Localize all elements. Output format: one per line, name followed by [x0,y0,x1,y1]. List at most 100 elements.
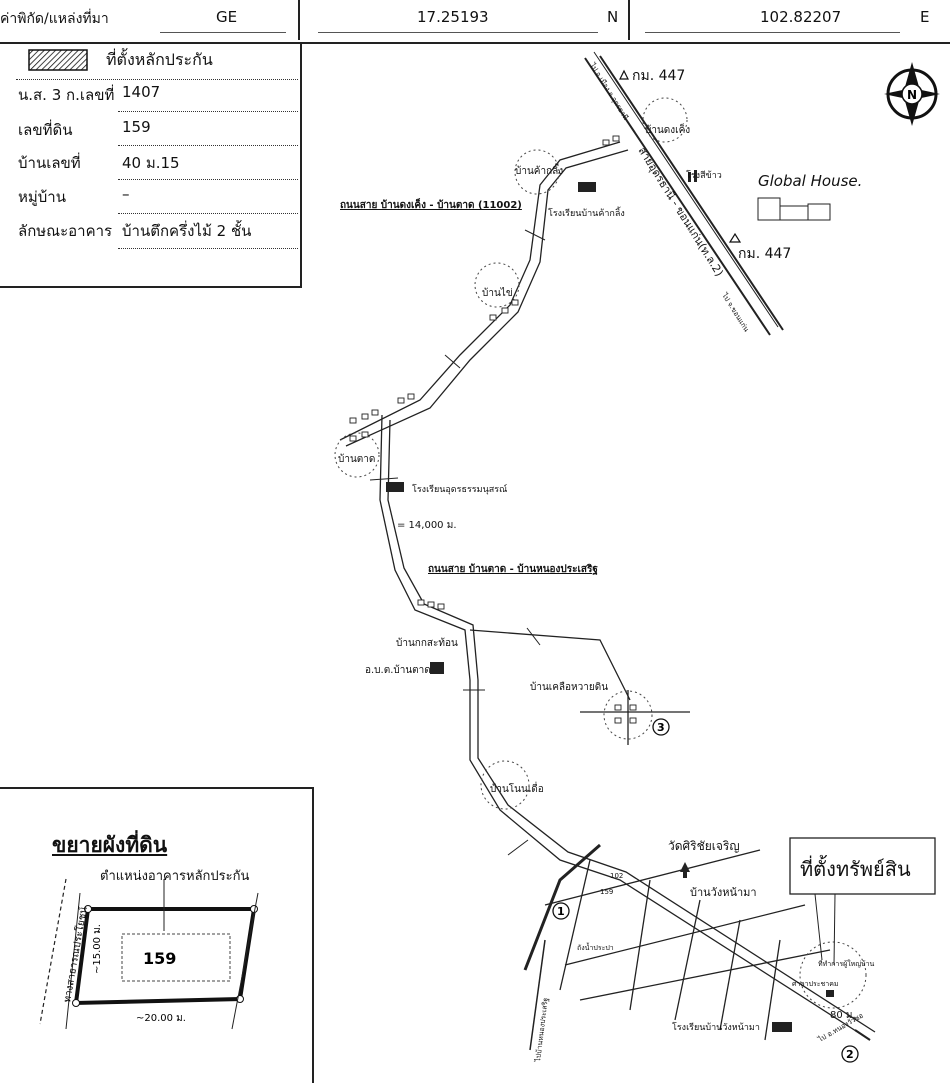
village-circle [474,262,520,308]
lot-number: 159 [143,949,176,968]
house-marker [614,704,622,711]
house-marker [489,314,497,321]
divider [118,111,298,112]
house-no-label: บ้านเลขที่ [18,154,81,172]
village-circle [603,690,653,740]
village-tad: บ้านตาด [338,453,375,465]
km-marker-icon [619,69,629,80]
school-icon [578,182,596,192]
building-type-value: บ้านตึกครึ่งไม้ 2 ชั้น [122,222,252,240]
building-type-label: ลักษณะอาคาร [18,222,113,240]
property-info-box: ที่ตั้งหลักประกัน น.ส. 3 ก.เลขที่ 1407 เ… [0,43,302,288]
house-marker [371,409,379,416]
to-khonkaen-label: ไป จ.ขอนแก่น [720,290,752,333]
house-no-value: 40 ม.15 [122,154,180,172]
north-arrow-icon: N [884,62,940,126]
road-dongkeng-tad-edge [345,149,629,447]
global-house-icon [757,197,831,221]
house-marker [612,135,620,142]
arrow [854,1029,871,1041]
rice-mill-label: โรงสีข้าว [686,170,722,181]
land-no-label: เลขที่ดิน [18,121,73,139]
marker-2-label: 2 [846,1048,854,1061]
property-circle [799,941,867,1009]
road-dongkeng-tad [339,141,621,441]
village-street [719,919,741,1031]
bottom-dimension: ~20.00 ม. [136,1013,186,1024]
road-tick [444,354,461,369]
plot-enlargement-box: ขยายผังที่ดิน ตำแหน่งอาคารหลักประกัน 159… [0,787,314,1083]
road-tad-nongprasert [379,414,871,1041]
village-circle [480,760,530,810]
house-marker [511,299,519,306]
boundary-line [231,892,259,1030]
source-cell [0,0,300,40]
latitude-cell [300,0,630,40]
coordinate-header: ค่าพิกัด/แหล่งที่มา GE 17.25193 N 102.82… [0,0,950,44]
divider [118,248,298,249]
divider [118,145,298,146]
village-khai: บ้านไข่ [482,287,513,299]
water-tower-label: ถังน้ำประปา [577,941,614,952]
property-callout-box [789,837,936,895]
sao-building-icon [430,662,444,674]
village-circle [642,97,688,143]
house-marker [361,413,369,420]
road-edge-line [39,878,67,1025]
house-marker [407,393,415,400]
callout-leader [833,893,836,966]
road-tad-nongprasert-edge [387,419,876,1033]
building-position-label: ตำแหน่งอาคารหลักประกัน [100,869,250,884]
road-tick [369,477,399,481]
house-marker [602,139,610,146]
divider [118,213,298,214]
house-marker [397,397,405,404]
village-street [674,899,701,1021]
house-marker [437,603,445,610]
village-kluewai: บ้านเคลือหวายดิน [530,681,608,693]
property-location-label: ที่ตั้งทรัพย์สิน [800,855,911,881]
house-102-label: 102 [610,872,623,880]
pavilion-label: ศาลาประชาคม [792,980,839,988]
road-name: ทางสาธารณประโยชน์ [60,905,90,1003]
longitude-unit: E [920,8,930,26]
latitude-value: 17.25193 [417,8,489,26]
north-label: N [907,88,917,102]
highway-edge [584,57,771,336]
school-udon: โรงเรียนอุดรธรรมนุสรณ์ [412,483,507,495]
road-to-left [529,939,546,1051]
stream [523,843,601,971]
village-street [764,939,781,1041]
village-street [564,904,806,966]
village-khaklung: บ้านค้ากลิ้ง [515,163,563,177]
highway-edge [599,55,784,331]
deed-value: 1407 [122,83,161,101]
temple-label: วัดศิริชัยเจริญ [668,839,740,853]
road-tick [526,627,541,646]
deed-label: น.ส. 3 ก.เลขที่ [18,86,115,104]
road-1-label: ถนนสาย บ้านดงเค็ง - บ้านตาด (11002) [340,197,522,211]
sao-label: อ.บ.ต.บ้านตาด [365,664,431,676]
village-street [559,859,591,991]
building-footprint [121,933,231,982]
branch-road-kluewai [469,629,631,701]
temple-icon [683,872,687,878]
latitude-underline [318,32,598,33]
village-street [629,879,651,1011]
global-house-label: Global House. [758,172,862,190]
house-marker [349,435,357,442]
road-tick [507,839,529,856]
road-2-label: ถนนสาย บ้านตาด - บ้านหนองประเสริฐ [428,563,598,575]
house-marker [629,704,637,711]
village-street [579,949,831,1001]
house-marker [417,599,425,606]
km-447-right: กม. 447 [738,246,791,262]
source-label: ค่าพิกัด/แหล่งที่มา [0,11,109,27]
road-tick [524,229,546,241]
divider [16,79,298,80]
village-wangnama: บ้านวังหน้ามา [690,886,757,899]
distance-80-label: 80 ม. [830,1010,856,1021]
village-dongkeng: บ้านดงเค็ง [645,122,690,136]
village-value: – [122,185,130,203]
location-map: N 1 2 3 กม. 447 กม. 447 Global House. โร… [334,51,940,1063]
